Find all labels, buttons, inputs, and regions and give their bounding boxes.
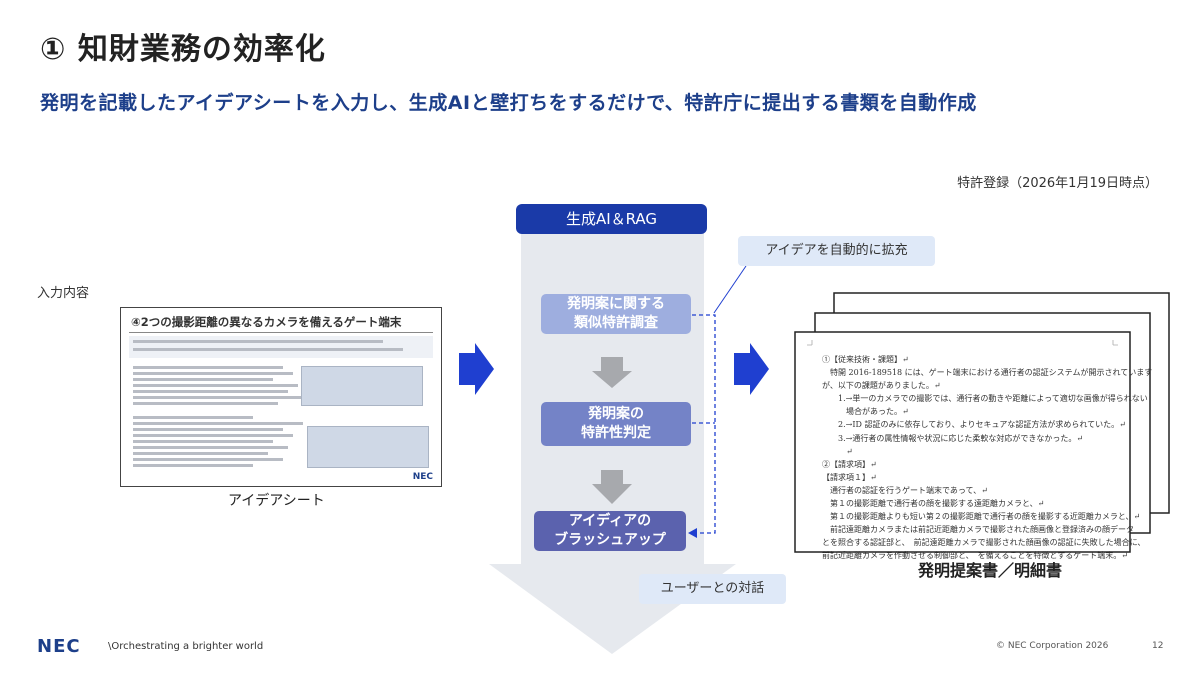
doc-line: 第１の撮影距離よりも短い第２の撮影距離で通行者の顔を撮影する近距離カメラと、↵ bbox=[822, 512, 1141, 522]
doc-line: 通行者の認証を行うゲート端末であって、↵ bbox=[822, 485, 988, 495]
callout-connector bbox=[713, 265, 747, 314]
step-similar-patent-search: 発明案に関する 類似特許調査 bbox=[541, 294, 691, 334]
step1-label: 発明案に関する 類似特許調査 bbox=[567, 296, 665, 331]
doc-line: 第１の撮影距離で通行者の顔を撮影する遠距離カメラと、↵ bbox=[822, 499, 1045, 509]
ai-rag-label: 生成AI＆RAG bbox=[516, 204, 707, 234]
feedback-arrowhead-icon bbox=[688, 528, 697, 538]
doc-line: 1.→単一のカメラでの撮影では、通行者の動きや距離によって適切な画像が得られない bbox=[822, 394, 1148, 404]
page-subtitle: 発明を記載したアイデアシートを入力し、生成AIと壁打ちをするだけで、特許庁に提出… bbox=[40, 92, 977, 114]
doc-line: 前記近距離カメラを作動させる制御部と、 を備えることを特徴とするゲート端末。↵ bbox=[822, 551, 1128, 561]
callout-user-dialog: ユーザーとの対話 bbox=[639, 574, 786, 604]
doc-line: 3.→通行者の属性情報や状況に応じた柔軟な対応ができなかった。↵ bbox=[822, 433, 1084, 443]
idea-sheet-caption: アイデアシート bbox=[228, 493, 325, 509]
page-title: ① 知財業務の効率化 bbox=[40, 32, 326, 67]
doc-line: 特開 2016-189518 には、ゲート端末における通行者の認証システムが開示… bbox=[822, 368, 1153, 378]
step-arrow-2-icon bbox=[592, 470, 632, 504]
doc-line: が、以下の課題がありました。↵ bbox=[822, 381, 941, 391]
input-label: 入力内容 bbox=[37, 286, 90, 301]
page-number: 12 bbox=[1152, 641, 1164, 651]
step3-label: アイディアの ブラッシュアップ bbox=[554, 513, 666, 548]
input-arrow-icon bbox=[459, 343, 494, 395]
nec-logo: NEC bbox=[37, 636, 81, 657]
callout-auto-expand: アイデアを自動的に拡充 bbox=[738, 236, 935, 266]
doc-line: ①【従来技術・課題】↵ bbox=[822, 355, 909, 364]
doc-line: 場合があった。↵ bbox=[822, 407, 909, 417]
doc-line: 【請求項１】↵ bbox=[822, 472, 877, 482]
step2-label: 発明案の 特許性判定 bbox=[581, 406, 651, 441]
footer-tagline: \Orchestrating a brighter world bbox=[108, 641, 264, 652]
doc-line: とを照合する認証部と、 前記遠距離カメラで撮影された顔画像の認証に失敗した場合に… bbox=[822, 538, 1146, 548]
output-arrow-icon bbox=[734, 343, 769, 395]
doc-line: ↵ bbox=[822, 446, 853, 456]
registration-note: 特許登録（2026年1月19日時点） bbox=[957, 176, 1158, 191]
document-body: ①【従来技術・課題】↵ 特開 2016-189518 には、ゲート端末における通… bbox=[822, 353, 1153, 563]
document-page-front bbox=[794, 331, 1131, 553]
doc-line: 2.→ID 認証のみに依存しており、よりセキュアな認証方法が求められていた。↵ bbox=[822, 420, 1126, 430]
step-arrow-1-icon bbox=[592, 357, 632, 388]
idea-sheet-image: ④2つの撮影距離の異なるカメラを備えるゲート端末 NEC bbox=[120, 307, 442, 487]
step-idea-brushup: アイディアの ブラッシュアップ bbox=[534, 511, 686, 551]
doc-line: ②【請求項】↵ bbox=[822, 459, 877, 469]
idea-sheet-logo: NEC bbox=[412, 472, 433, 482]
ai-column bbox=[521, 222, 704, 564]
step-patentability-judgement: 発明案の 特許性判定 bbox=[541, 402, 691, 446]
document-caption: 発明提案書／明細書 bbox=[918, 561, 1063, 580]
doc-line: 前記遠距離カメラまたは前記近距離カメラで撮影された顔画像と登録済みの顔データ bbox=[822, 525, 1134, 535]
idea-sheet-title: ④2つの撮影距離の異なるカメラを備えるゲート端末 bbox=[131, 315, 402, 329]
footer-copyright: © NEC Corporation 2026 bbox=[996, 641, 1109, 651]
